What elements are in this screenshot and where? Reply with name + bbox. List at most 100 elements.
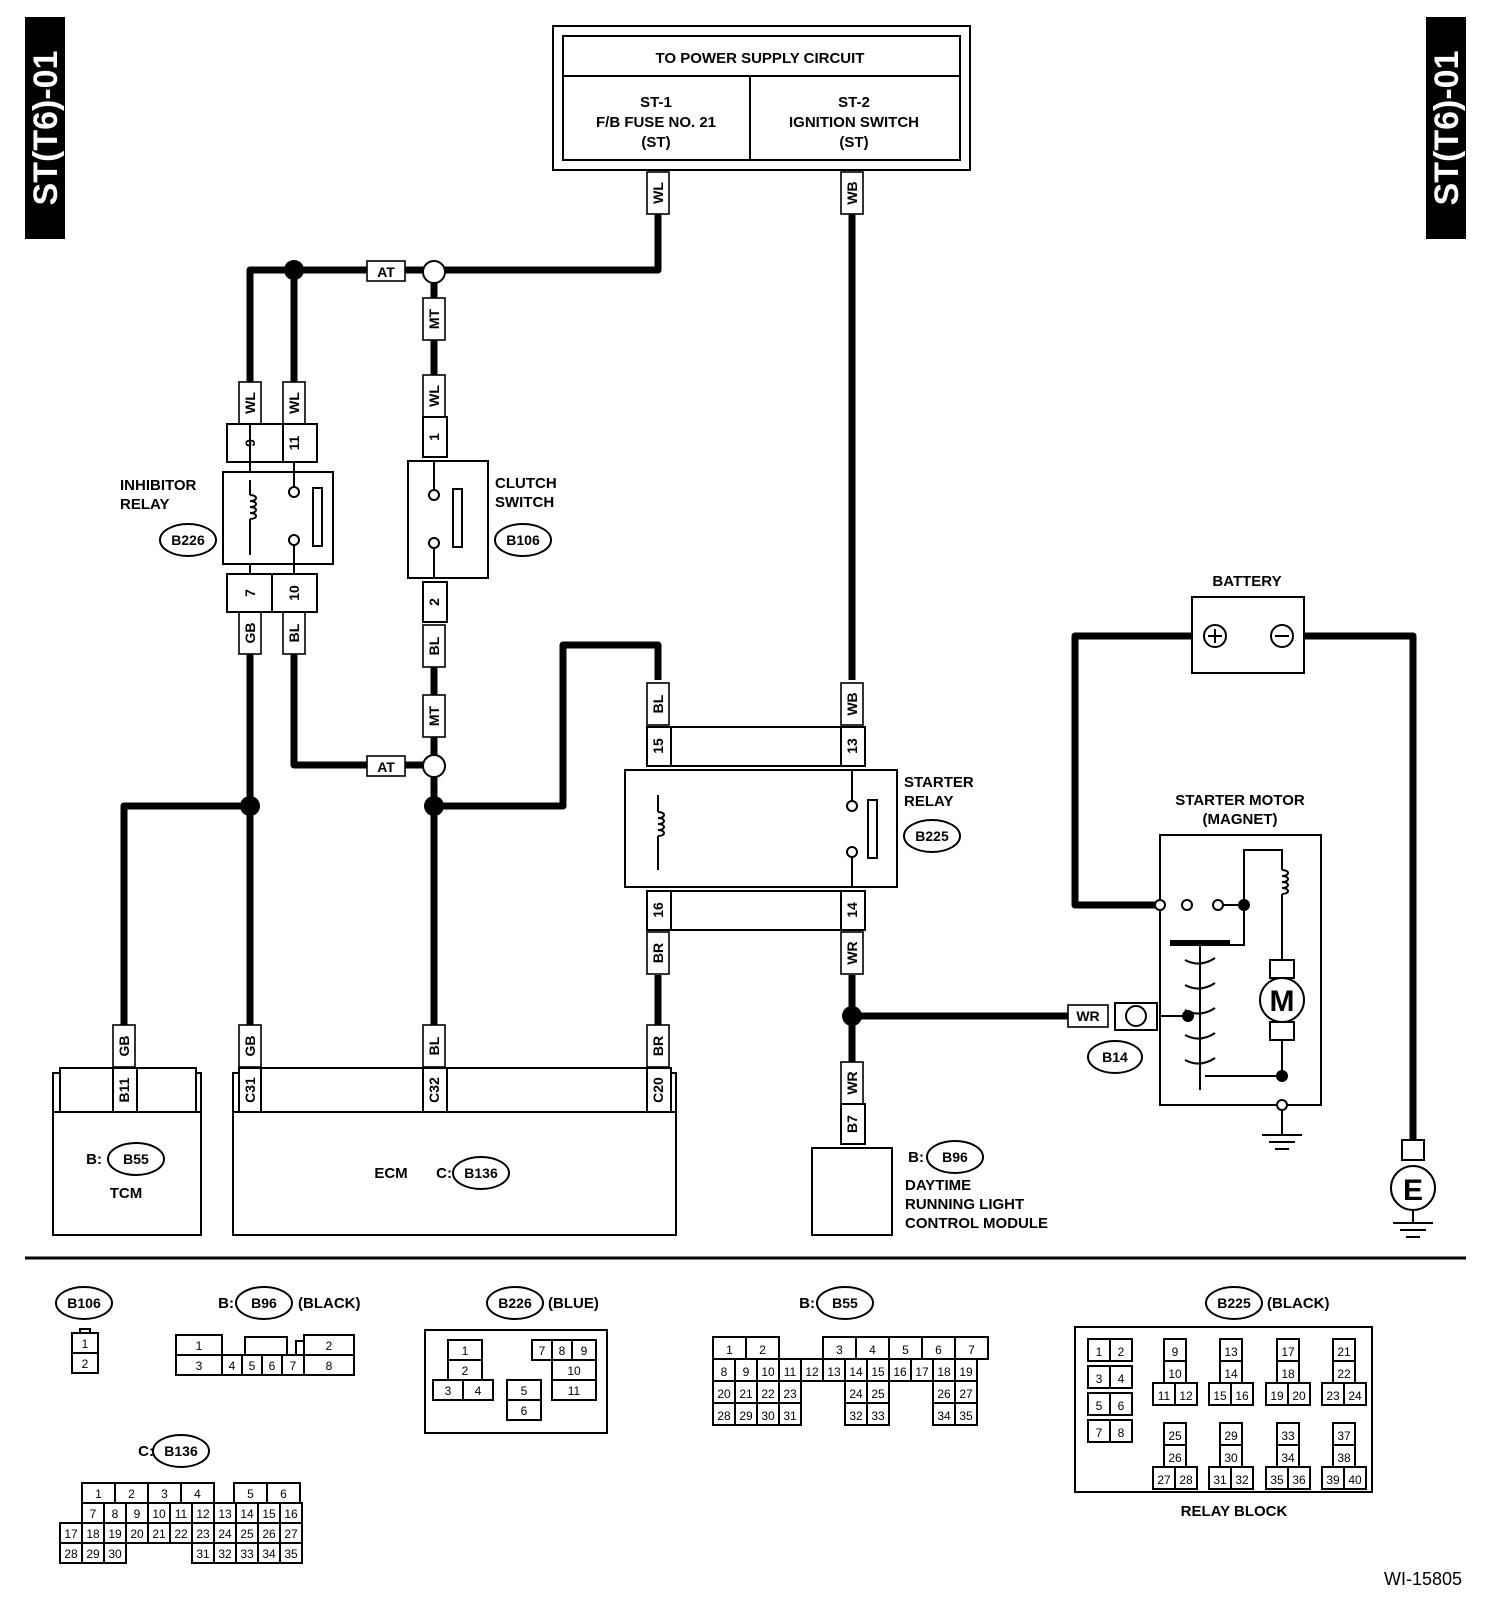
pin-cell bbox=[1174, 1466, 1198, 1490]
svg-text:WL: WL bbox=[650, 182, 666, 204]
svg-text:BL: BL bbox=[426, 636, 442, 655]
pin-number: 17 bbox=[915, 1365, 929, 1379]
pin-number: 12 bbox=[196, 1507, 210, 1521]
pin-number: 1 bbox=[95, 1487, 102, 1501]
wire-label-bl-10: BL bbox=[282, 611, 306, 655]
svg-text:WR: WR bbox=[844, 1071, 860, 1094]
svg-text:9: 9 bbox=[242, 439, 258, 447]
pin-number: 10 bbox=[761, 1365, 775, 1379]
wire-label-gb-ecm: GB bbox=[238, 1024, 262, 1068]
battery: BATTERY bbox=[1191, 573, 1305, 674]
pin-number: 18 bbox=[1281, 1367, 1295, 1381]
pin-number: 4 bbox=[194, 1487, 201, 1501]
pin-number: 37 bbox=[1337, 1429, 1351, 1443]
wire-label-mt-top: MT bbox=[422, 297, 446, 341]
pin-number: 19 bbox=[1270, 1389, 1284, 1403]
battery-label: BATTERY bbox=[1212, 573, 1281, 590]
pin-cell bbox=[1230, 1466, 1254, 1490]
pin-number: 6 bbox=[935, 1343, 942, 1357]
svg-text:BL: BL bbox=[286, 623, 302, 642]
clutch-switch-label-1: CLUTCH bbox=[495, 475, 557, 492]
svg-text:C:: C: bbox=[138, 1443, 154, 1460]
pin-number: 2 bbox=[128, 1487, 135, 1501]
pin-number: 32 bbox=[1235, 1473, 1249, 1487]
pin-number: 13 bbox=[1224, 1345, 1238, 1359]
pin-number: 22 bbox=[174, 1527, 188, 1541]
svg-text:AT: AT bbox=[377, 759, 395, 775]
pin-number: 7 bbox=[968, 1343, 975, 1357]
page-code-left: ST(T6)-01 bbox=[27, 51, 65, 206]
st2-line1: ST-2 bbox=[838, 94, 870, 111]
starter-motor-label-1: STARTER MOTOR bbox=[1175, 792, 1305, 809]
b14-connector: WR B14 bbox=[1067, 1002, 1158, 1074]
starter-motor-label-2: (MAGNET) bbox=[1203, 811, 1278, 828]
pin-cell bbox=[1343, 1466, 1367, 1490]
legend-b106: B106 1 2 bbox=[55, 1286, 113, 1374]
starter-relay-label-2: RELAY bbox=[904, 793, 953, 810]
svg-text:7: 7 bbox=[539, 1344, 546, 1358]
pin-number: 2 bbox=[1118, 1345, 1125, 1359]
drl-label-3: CONTROL MODULE bbox=[905, 1215, 1048, 1232]
pin-number: 27 bbox=[1157, 1473, 1171, 1487]
svg-text:C32: C32 bbox=[426, 1077, 442, 1103]
svg-text:2: 2 bbox=[326, 1339, 333, 1353]
svg-text:1: 1 bbox=[426, 433, 442, 441]
pin-number: 33 bbox=[1281, 1429, 1295, 1443]
pin-number: 14 bbox=[240, 1507, 254, 1521]
svg-text:MT: MT bbox=[426, 705, 442, 726]
pin-number: 35 bbox=[284, 1547, 298, 1561]
power-supply-title: TO POWER SUPPLY CIRCUIT bbox=[656, 50, 865, 67]
page-code-tab-left: ST(T6)-01 bbox=[25, 17, 65, 239]
pin-number: 12 bbox=[805, 1365, 819, 1379]
inhibitor-relay-label-1: INHIBITOR bbox=[120, 477, 197, 494]
page-code-right: ST(T6)-01 bbox=[1428, 51, 1466, 206]
svg-text:6: 6 bbox=[521, 1404, 528, 1418]
pin-number: 11 bbox=[175, 1507, 188, 1521]
pin-number: 39 bbox=[1326, 1473, 1340, 1487]
pin-number: 30 bbox=[108, 1547, 122, 1561]
pin-cell bbox=[1343, 1382, 1367, 1406]
pin-number: 27 bbox=[284, 1527, 298, 1541]
pin-number: 28 bbox=[64, 1547, 78, 1561]
pin-cell bbox=[1287, 1466, 1311, 1490]
pin-number: 17 bbox=[64, 1527, 78, 1541]
svg-text:5: 5 bbox=[249, 1359, 256, 1373]
starter-relay-label-1: STARTER bbox=[904, 774, 974, 791]
svg-text:10: 10 bbox=[286, 585, 302, 601]
svg-text:16: 16 bbox=[650, 902, 666, 918]
connector-b14: B14 bbox=[1102, 1049, 1128, 1065]
pin-number: 11 bbox=[1158, 1389, 1171, 1403]
pin-number: 3 bbox=[836, 1343, 843, 1357]
pin-number: 26 bbox=[1168, 1451, 1182, 1465]
starter-relay: 15 13 16 14 STARTER RELAY B225 bbox=[624, 726, 974, 931]
wire-label-wl-11: WL bbox=[282, 381, 306, 425]
svg-text:10: 10 bbox=[567, 1364, 581, 1378]
svg-text:B:: B: bbox=[799, 1295, 815, 1312]
st1-line2: F/B FUSE NO. 21 bbox=[596, 114, 716, 131]
pin-cell bbox=[103, 1542, 127, 1564]
tcm-module: B11 B: B55 TCM bbox=[52, 1067, 202, 1236]
pin-number: 36 bbox=[1292, 1473, 1306, 1487]
svg-text:WR: WR bbox=[1076, 1008, 1099, 1024]
svg-text:5: 5 bbox=[521, 1384, 528, 1398]
st2-line3: (ST) bbox=[839, 134, 868, 151]
svg-text:B55: B55 bbox=[832, 1295, 858, 1311]
svg-text:1: 1 bbox=[196, 1339, 203, 1353]
pin-number: 33 bbox=[240, 1547, 254, 1561]
pin-number: 1 bbox=[726, 1343, 733, 1357]
connector-b226: B226 bbox=[171, 532, 205, 548]
page-code-tab-right: ST(T6)-01 bbox=[1426, 17, 1466, 239]
pin-number: 8 bbox=[721, 1365, 728, 1379]
svg-text:6: 6 bbox=[269, 1359, 276, 1373]
svg-text:1: 1 bbox=[82, 1337, 89, 1351]
pin-number: 35 bbox=[1270, 1473, 1284, 1487]
pin-cell bbox=[1174, 1382, 1198, 1406]
drl-label-1: DAYTIME bbox=[905, 1177, 971, 1194]
pin-cell bbox=[1109, 1365, 1133, 1389]
wires bbox=[120, 212, 1417, 1140]
pin-number: 12 bbox=[1179, 1389, 1193, 1403]
pin-number: 6 bbox=[280, 1487, 287, 1501]
st2-line2: IGNITION SWITCH bbox=[789, 114, 919, 131]
pin-number: 6 bbox=[1118, 1399, 1125, 1413]
